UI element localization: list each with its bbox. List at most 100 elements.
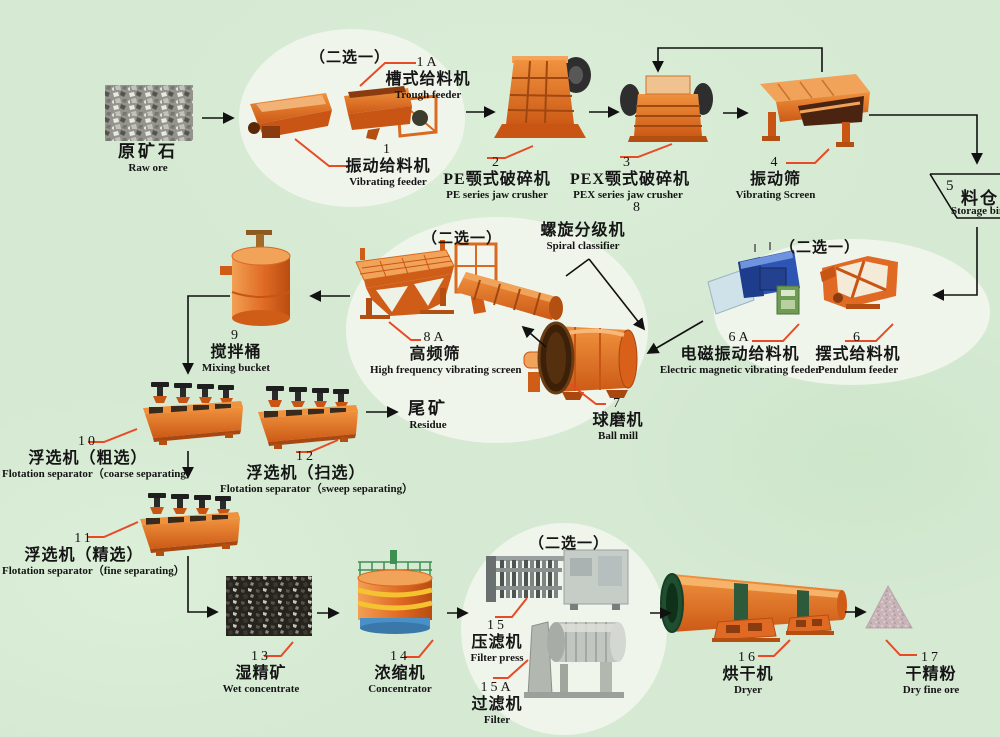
scan-edge-artifact — [112, 731, 1000, 737]
label-zh: 过滤机 — [471, 696, 523, 714]
choice-label-feeders: （二选一） — [309, 50, 390, 66]
label-en: Vibrating feeder — [349, 176, 427, 189]
label-en: High frequency vibrating screen — [370, 364, 522, 377]
label-pendulum-feeder: 6 摆式给料机 Pendulum feeder — [799, 330, 917, 377]
label-mixing-bucket: 9 搅拌桶 Mixing bucket — [190, 328, 282, 375]
label-en: Flotation separator（fine separating） — [2, 565, 185, 578]
label-en: Vibrating Screen — [735, 189, 816, 202]
filter-press-illustration — [486, 549, 629, 610]
label-en: Raw ore — [128, 161, 168, 174]
spiral-classifier-illustration — [454, 242, 563, 320]
label-en: PEX series jaw crusher — [573, 189, 683, 202]
label-number: 1A — [416, 55, 440, 70]
label-zh: 压滤机 — [471, 634, 523, 652]
trough-feeder-illustration — [344, 86, 438, 140]
label-number: 8A — [423, 330, 447, 345]
label-storage-bin-en: Storage bin — [951, 205, 1000, 217]
label-filter-press: 15 压滤机 Filter press — [447, 618, 547, 665]
label-number: 4 — [770, 155, 781, 170]
label-number: 6 — [853, 330, 863, 345]
label-zh: 湿精矿 — [235, 665, 287, 683]
label-zh: 振动给料机 — [345, 158, 431, 176]
label-zh: PE颚式破碎机 — [443, 171, 551, 189]
label-en: Flotation separator（coarse separating） — [2, 468, 197, 481]
electromagnetic-feeder-illustration — [707, 242, 800, 315]
vibrating-screen-illustration — [760, 74, 870, 147]
vibrating-feeder-illustration — [248, 93, 332, 138]
label-zh: 浮选机（粗选） — [28, 450, 148, 468]
label-zh: 电磁振动给料机 — [680, 346, 800, 364]
label-number: 11 — [74, 531, 94, 546]
label-residue: 尾矿 Residue — [399, 399, 457, 431]
filter-illustration — [524, 621, 626, 698]
choice-label-screens: （二选一） — [421, 231, 502, 247]
label-flotation-coarse: 10 浮选机（粗选） Flotation separator（coarse se… — [2, 434, 197, 481]
label-number: 7 — [613, 396, 623, 411]
label-trough-feeder: 1A 槽式给料机 Trough feeder — [376, 55, 480, 102]
label-number: 12 — [296, 449, 316, 464]
label-zh: 干精粉 — [905, 666, 957, 684]
label-en: Electric magnetic vibrating feeder — [659, 364, 821, 377]
label-pe-jaw-crusher: 2 PE颚式破碎机 PE series jaw crusher — [441, 155, 553, 202]
label-en: Spiral classifier — [546, 240, 620, 253]
label-wet-concentrate: 13 湿精矿 Wet concentrate — [210, 649, 312, 696]
label-zh: 摆式给料机 — [815, 346, 901, 364]
label-dry-fine-ore: 17 干精粉 Dry fine ore — [879, 650, 983, 697]
choice-label-filters: （二选一） — [528, 536, 609, 552]
label-en: Flotation separator（sweep separating） — [220, 483, 414, 496]
label-en: Filter press — [470, 652, 524, 665]
label-en: Dryer — [733, 684, 763, 697]
label-en: Trough feeder — [394, 89, 462, 102]
label-number: 16 — [738, 650, 758, 665]
label-pex-jaw-crusher: 3 PEX颚式破碎机 PEX series jaw crusher — [570, 155, 689, 202]
wet-concentrate-photo — [226, 576, 312, 636]
label-vibrating-screen: 4 振动筛 Vibrating Screen — [723, 155, 828, 202]
choice-label-feeders2: （二选一） — [779, 240, 860, 256]
label-en: Pendulum feeder — [817, 364, 899, 377]
label-number: 17 — [921, 650, 941, 665]
label-zh: 球磨机 — [592, 412, 644, 430]
label-dryer: 16 烘干机 Dryer — [697, 650, 799, 697]
label-zh: 浓缩机 — [374, 665, 426, 683]
label-ball-mill: 7 球磨机 Ball mill — [578, 396, 658, 443]
label-zh: 高频筛 — [409, 346, 461, 364]
label-en: PE series jaw crusher — [446, 189, 548, 202]
storage-bin-outline — [929, 173, 1000, 219]
label-en: Mixing bucket — [201, 362, 271, 375]
label-number: 9 — [231, 328, 241, 343]
label-concentrator: 14 浓缩机 Concentrator — [348, 649, 452, 696]
label-spiral-classifier-number: 8 — [629, 200, 647, 216]
label-number: 3 — [623, 155, 633, 170]
pe-jaw-crusher-illustration — [494, 56, 591, 138]
label-zh: 搅拌桶 — [210, 344, 262, 362]
label-number: 13 — [251, 649, 271, 664]
label-zh: 槽式给料机 — [385, 71, 471, 89]
ball-mill-illustration — [523, 321, 638, 400]
label-zh: 浮选机（精选） — [24, 547, 144, 565]
pendulum-feeder-illustration — [820, 256, 898, 309]
label-number: 6A — [728, 330, 752, 345]
label-raw-ore: 原矿石 Raw ore — [96, 142, 200, 174]
label-number: 1 — [383, 142, 393, 157]
label-number: 15 — [487, 618, 507, 633]
label-zh: 烘干机 — [722, 666, 774, 684]
concentrator-illustration — [357, 550, 433, 634]
label-flotation-fine: 11 浮选机（精选） Flotation separator（fine sepa… — [2, 531, 185, 578]
label-filter: 15A 过滤机 Filter — [447, 680, 547, 727]
label-en: Ball mill — [597, 430, 639, 443]
label-zh: 振动筛 — [749, 171, 801, 189]
label-en: Residue — [409, 418, 447, 431]
mixing-bucket-illustration — [220, 230, 291, 326]
label-en: Dry fine ore — [902, 684, 960, 697]
label-number: 8 — [633, 200, 643, 215]
label-storage-bin-number: 5 — [946, 178, 954, 194]
label-en: Wet concentrate — [222, 683, 300, 696]
pex-jaw-crusher-illustration — [620, 75, 713, 142]
label-zh: 浮选机（扫选） — [246, 465, 366, 483]
label-vibrating-feeder: 1 振动给料机 Vibrating feeder — [336, 142, 440, 189]
label-zh: 原矿石 — [118, 142, 178, 161]
dryer-illustration — [660, 573, 847, 642]
label-flotation-sweep: 12 浮选机（扫选） Flotation separator（sweep sep… — [220, 449, 414, 496]
